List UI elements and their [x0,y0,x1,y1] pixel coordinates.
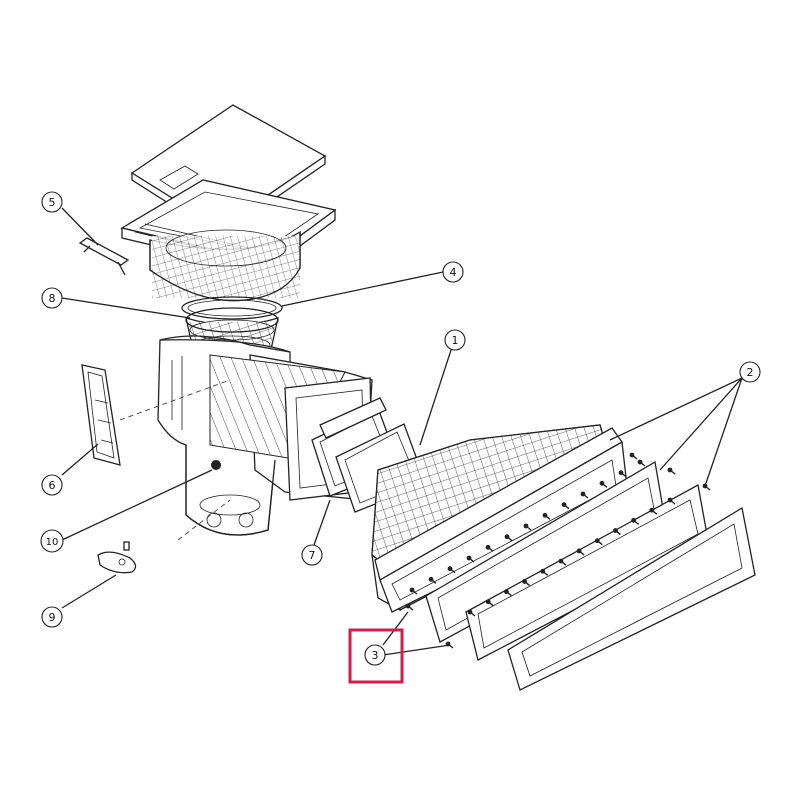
callout-7: 7 [301,544,323,566]
retaining-clip [78,237,130,276]
screw-icon [599,480,608,488]
screw-icon [467,609,476,617]
screw-icon [576,548,585,556]
gasket-ring [181,296,283,320]
screw-icon [405,603,414,611]
screw-icon [485,544,494,552]
screw-icon [504,534,513,542]
screw-icon [629,452,638,460]
callout-5: 5 [41,191,63,213]
screw-icon [523,523,532,531]
callout-9: 9 [41,606,63,628]
screw-icon [594,538,603,546]
screw-icon [702,483,711,491]
skimmer-body [119,335,374,541]
screw-icon [428,576,437,584]
leader-lines [61,207,743,656]
screw-icon [649,507,658,515]
callout-label-6: 6 [49,479,56,492]
screw-icon [667,497,676,505]
screw-icon [631,517,640,525]
screw-icon [558,558,567,566]
callout-6: 6 [41,474,63,496]
screw-icon [618,470,627,478]
callout-10: 10 [40,529,64,553]
callout-3: 3 [364,644,386,666]
screw-icon [580,491,589,499]
callout-label-5: 5 [49,196,56,209]
callout-label-3: 3 [372,649,379,662]
callout-label-7: 7 [309,549,316,562]
screw-icon [485,599,494,607]
callout-label-8: 8 [49,292,56,305]
screw-icon [637,459,646,467]
faceplate [507,506,756,691]
callout-label-2: 2 [747,366,754,379]
callout-4: 4 [442,261,464,283]
callout-label-10: 10 [46,537,59,548]
callout-label-9: 9 [49,611,56,624]
frame-a [374,427,629,613]
callout-1: 1 [444,329,466,351]
callout-label-1: 1 [452,334,459,347]
float-valve [97,541,137,574]
callout-8: 8 [41,287,63,309]
screw-icon [447,566,456,574]
screw-icon [522,579,530,587]
screw-icon [561,502,570,510]
screw-icon [540,568,549,576]
callout-2: 2 [739,361,761,383]
screw-icon [667,467,676,475]
screw-icon [613,528,621,536]
screw-icon [542,512,551,520]
screw-icon [409,587,418,595]
screw-icon [503,589,512,597]
callout-label-4: 4 [450,266,457,279]
highlight-box [348,628,404,684]
mounting-plate [81,364,121,466]
screws [405,452,711,649]
screw-icon [466,555,475,563]
skimmer-neck [149,229,301,302]
